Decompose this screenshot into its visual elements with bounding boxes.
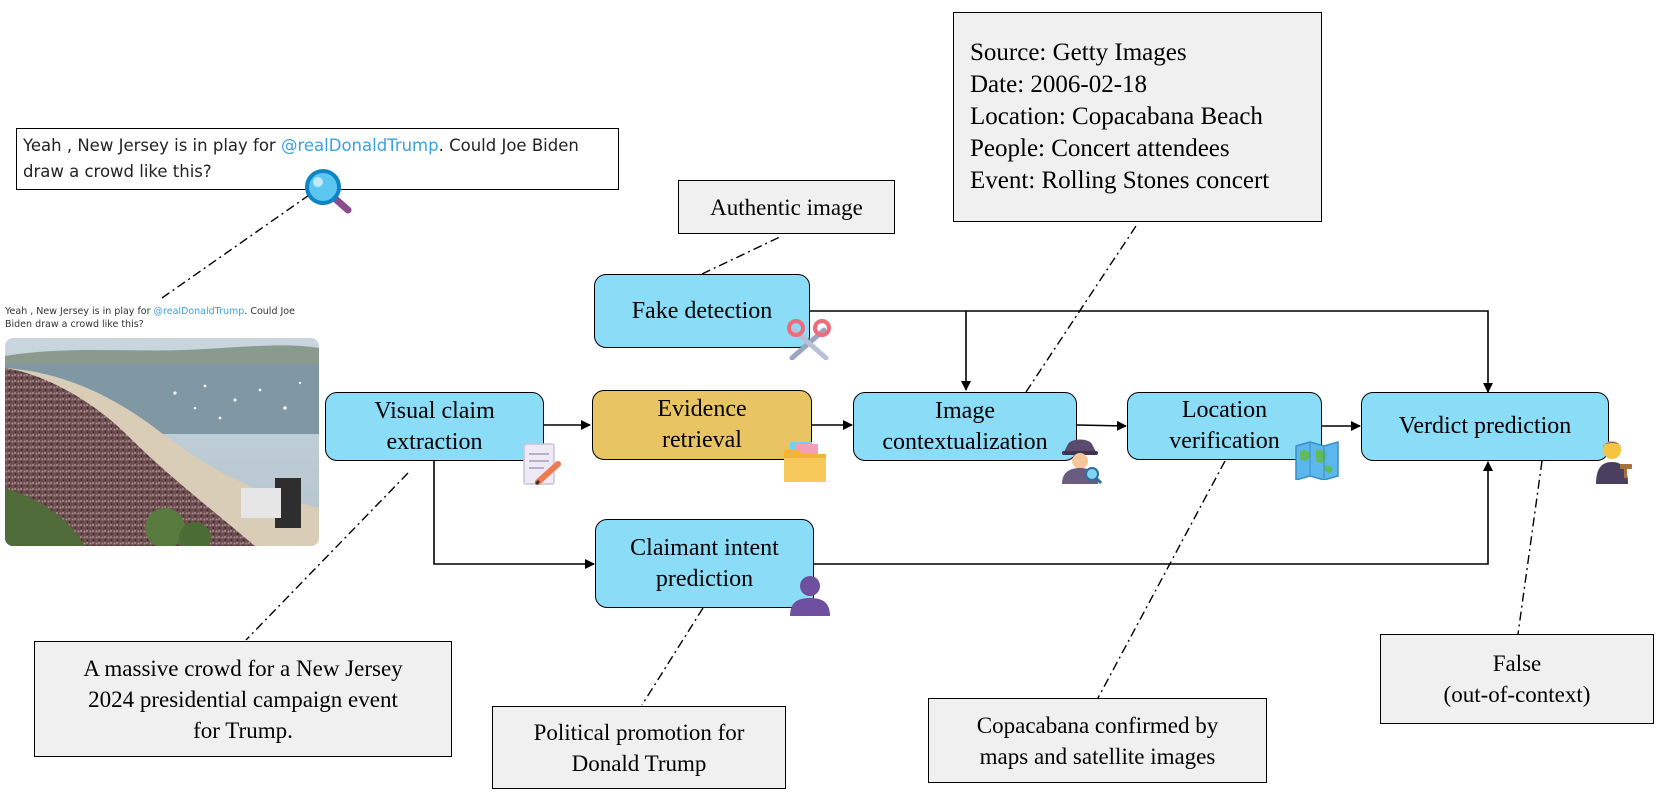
note-authentic-label: Authentic image	[710, 194, 863, 220]
leader-authentic	[701, 235, 783, 275]
node-image-contextualization[interactable]: Image contextualization	[853, 392, 1077, 461]
node-location-line2: verification	[1169, 428, 1280, 454]
node-evidence-line2: retrieval	[662, 427, 742, 453]
caption-text-after: . Could Joe Biden draw a crowd like this…	[5, 306, 295, 330]
arrow-claim-to-intent	[433, 461, 595, 569]
note-copacabana-line2: maps and satellite images	[979, 743, 1216, 769]
node-image-context-line1: Image	[935, 397, 995, 424]
node-intent-line1: Claimant intent	[630, 534, 779, 561]
scissors-icon	[787, 319, 831, 360]
note-claim: A massive crowd for a New Jersey 2024 pr…	[34, 641, 452, 757]
note-claim-line2: 2024 presidential campaign event	[88, 686, 398, 712]
node-evidence-line1: Evidence	[657, 396, 747, 422]
tweet-text-after: . Could Joe Biden draw a crowd like this…	[23, 136, 579, 181]
person-silhouette-icon	[790, 576, 830, 616]
node-visual-claim-line1: Visual claim	[374, 397, 495, 424]
note-claim-line3: for Trump.	[193, 717, 293, 743]
caption-mention[interactable]: @realDonaldTrump	[153, 306, 245, 317]
node-visual-claim-extraction[interactable]: Visual claim extraction	[325, 392, 544, 461]
world-map-icon	[1295, 441, 1339, 480]
note-political-line2: Donald Trump	[571, 750, 707, 776]
node-evidence-retrieval[interactable]: Evidence retrieval	[592, 390, 812, 460]
node-location-line1: Location	[1181, 397, 1268, 423]
node-fake-label: Fake detection	[631, 297, 773, 324]
note-copacabana-confirmed: Copacabana confirmed by maps and satelli…	[928, 698, 1267, 783]
note-image-metadata: Source: Getty Images Date: 2006-02-18 Lo…	[953, 12, 1322, 222]
note-false-line2: (out-of-context)	[1443, 682, 1591, 707]
leader-copacabana	[1097, 460, 1226, 699]
arrow-context-to-location	[1076, 420, 1127, 431]
meta-people: People: Concert attendees	[970, 135, 1230, 162]
leader-claim	[245, 472, 409, 641]
node-image-context-line2: contextualization	[882, 428, 1048, 455]
caption-text-before: Yeah , New Jersey is in play for	[5, 306, 154, 317]
leader-false	[1517, 460, 1543, 635]
tweet-text-box: Yeah , New Jersey is in play for @realDo…	[16, 128, 619, 190]
judge-icon	[1596, 441, 1632, 484]
tweet-text-before: Yeah , New Jersey is in play for	[23, 136, 281, 155]
tweet-mention[interactable]: @realDonaldTrump	[280, 136, 439, 155]
image-caption: Yeah , New Jersey is in play for @realDo…	[5, 305, 325, 331]
meta-location: Location: Copacabana Beach	[970, 103, 1263, 130]
detective-icon	[1062, 439, 1102, 484]
leader-political	[641, 607, 704, 706]
leader-tweet	[161, 192, 313, 299]
crowd-beach-photo	[5, 338, 319, 546]
node-fake-detection[interactable]: Fake detection	[594, 274, 810, 348]
node-claimant-intent-prediction[interactable]: Claimant intent prediction	[595, 519, 814, 608]
note-false-line1: False	[1492, 651, 1542, 676]
meta-date: Date: 2006-02-18	[970, 71, 1148, 98]
leader-metadata	[1025, 222, 1139, 393]
note-verdict-false: False (out-of-context)	[1380, 634, 1654, 724]
node-location-verification[interactable]: Location verification	[1127, 392, 1322, 460]
note-copacabana-line1: Copacabana confirmed by	[976, 712, 1219, 738]
node-visual-claim-line2: extraction	[386, 428, 483, 455]
meta-source: Source: Getty Images	[970, 39, 1187, 66]
arrow-intent-to-verdict	[814, 461, 1493, 565]
folder-icon	[784, 442, 826, 482]
memo-icon	[523, 443, 561, 486]
note-claim-line1: A massive crowd for a New Jersey	[83, 655, 403, 681]
note-political-promotion: Political promotion for Donald Trump	[492, 706, 786, 789]
note-political-line1: Political promotion for	[533, 719, 745, 745]
note-authentic-image: Authentic image	[678, 180, 895, 234]
meta-event: Event: Rolling Stones concert	[970, 167, 1270, 194]
node-intent-line2: prediction	[655, 565, 754, 592]
magnifying-glass-icon	[305, 169, 352, 214]
node-verdict-prediction[interactable]: Verdict prediction	[1361, 392, 1609, 461]
node-verdict-label: Verdict prediction	[1398, 413, 1572, 439]
arrow-fake-to-verdict	[810, 310, 1493, 393]
